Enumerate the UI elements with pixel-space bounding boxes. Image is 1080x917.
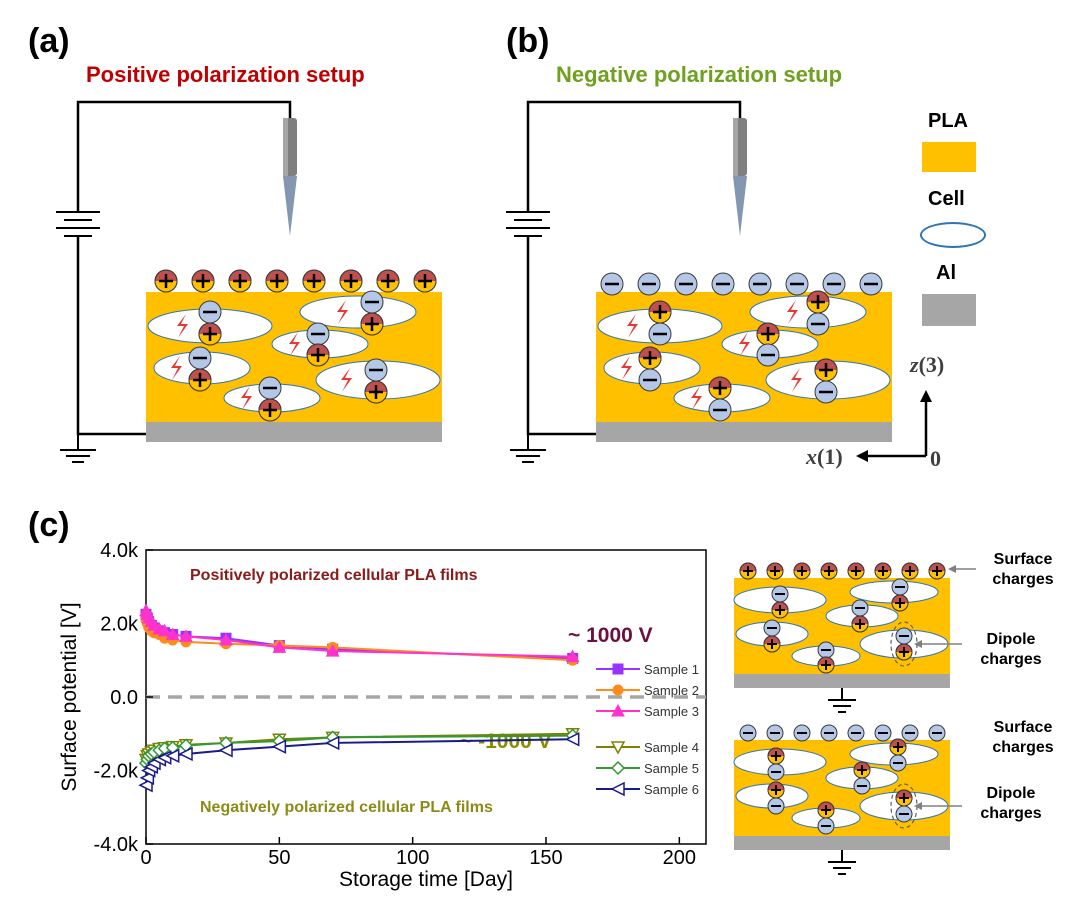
side-diagram-positive <box>733 562 976 713</box>
series-6-point <box>271 739 287 754</box>
y-tick-label: -2.0k <box>94 761 139 783</box>
legend-marker-4 <box>610 741 626 755</box>
x-tick-label: 200 <box>663 847 696 869</box>
legend-marker-3 <box>611 703 625 717</box>
annotation-plus-1000v: ~ 1000 V <box>568 624 653 647</box>
panel-c-letter: (c) <box>28 506 70 544</box>
panel-b-title: Negative polarization setup <box>556 62 843 87</box>
series-3-point <box>179 629 193 642</box>
series-3-point <box>165 627 180 641</box>
legend-label-3: Sample 3 <box>644 704 699 719</box>
panel-b-circuit <box>505 100 747 463</box>
x-tick-label: 0 <box>140 847 151 869</box>
annotation-positive-films: Positively polarized cellular PLA films <box>190 567 478 584</box>
annotation-negative-films: Negatively polarized cellular PLA films <box>200 799 493 816</box>
legend-pla-swatch <box>922 142 976 172</box>
y-tick-label: -4.0k <box>94 834 139 856</box>
y-tick-label: 4.0k <box>100 540 139 562</box>
y-axis-title: Surface potential [V] <box>58 602 81 791</box>
legend-label-5: Sample 5 <box>644 761 699 776</box>
series-6-point <box>218 743 233 758</box>
side-diagram-negative <box>733 724 962 875</box>
series-6-point <box>164 748 180 764</box>
legend-label-2: Sample 2 <box>644 683 699 698</box>
legend-pla-label: PLA <box>928 110 968 132</box>
panel-b-letter: (b) <box>506 22 550 60</box>
legend-cell-swatch <box>920 222 986 248</box>
legend-al-label: Al <box>936 262 956 284</box>
panel-a-letter: (a) <box>28 22 70 60</box>
series-6-point <box>178 746 193 762</box>
panel-a-circuit <box>55 100 297 463</box>
legend-label-1: Sample 1 <box>644 662 699 677</box>
y-tick-label: 2.0k <box>100 614 139 636</box>
series-3-point <box>157 623 172 637</box>
legend-label-6: Sample 6 <box>644 782 699 797</box>
x-tick-label: 150 <box>529 847 562 869</box>
panel-a-title: Positive polarization setup <box>86 62 365 87</box>
legend-marker-1 <box>612 663 624 675</box>
series-3-point <box>219 632 233 646</box>
x-axis-title: Storage time [Day] <box>339 868 513 891</box>
y-tick-label: 0.0 <box>110 687 138 709</box>
legend-label-4: Sample 4 <box>644 740 699 755</box>
x-tick-label: 100 <box>396 847 429 869</box>
z-axis-label: z(3) <box>910 352 945 377</box>
legend-cell-label: Cell <box>928 188 965 210</box>
series-3-point <box>565 649 580 663</box>
panel-a-film <box>146 268 442 442</box>
x-tick-label: 50 <box>268 847 290 869</box>
coordinate-triad <box>856 390 932 462</box>
origin-label: 0 <box>930 446 941 471</box>
series-3-point <box>325 644 340 657</box>
series-6-point <box>324 735 340 751</box>
legend-al-swatch <box>922 294 976 326</box>
series-3-point <box>272 640 287 653</box>
panel-b-film <box>596 271 892 442</box>
legend-marker-5 <box>610 760 626 776</box>
legend-marker-6 <box>610 781 625 797</box>
legend-marker-2 <box>612 684 624 696</box>
series-6-point <box>564 732 580 747</box>
x-axis-label: x(1) <box>806 444 843 469</box>
